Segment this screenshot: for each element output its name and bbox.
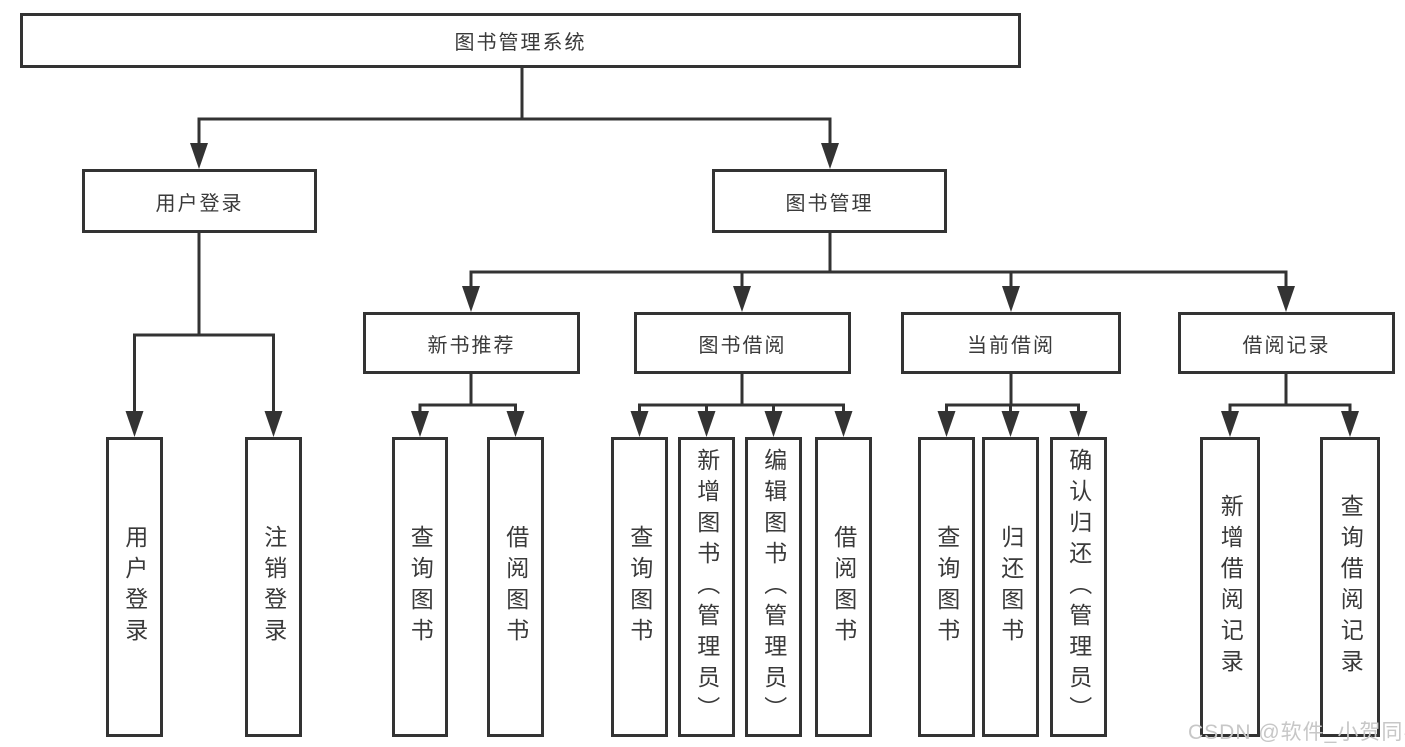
leaf-add-books-admin: 新增图书（管理员）	[678, 437, 735, 737]
connector-userlogin-to-leaves	[125, 233, 283, 437]
leaf-logout: 注销登录	[245, 437, 302, 737]
node-new-book-recommend: 新书推荐	[363, 312, 580, 374]
leaf-edit-books-admin: 编辑图书（管理员）	[745, 437, 802, 737]
leaf-add-borrow-record: 新增借阅记录	[1200, 437, 1260, 737]
leaf-return-books: 归还图书	[982, 437, 1039, 737]
csdn-watermark: CSDN @软件_小贺同学	[1188, 721, 1405, 744]
node-user-login: 用户登录	[82, 169, 317, 233]
connector-newbook-to-leaves	[411, 374, 525, 437]
connector-bookmgmt-to-level3	[462, 233, 1295, 312]
leaf-query-books-borrowing: 查询图书	[611, 437, 668, 737]
leaf-borrow-books-recommend: 借阅图书	[487, 437, 544, 737]
node-library-management-system: 图书管理系统	[20, 13, 1021, 68]
node-book-borrowing: 图书借阅	[634, 312, 851, 374]
connector-records-to-leaves	[1221, 374, 1359, 437]
node-book-management: 图书管理	[712, 169, 947, 233]
node-current-borrowing: 当前借阅	[901, 312, 1121, 374]
leaf-query-borrow-record: 查询借阅记录	[1320, 437, 1380, 737]
leaf-query-books-current: 查询图书	[918, 437, 975, 737]
connector-root-to-level2	[190, 67, 839, 169]
leaf-confirm-return-admin: 确认归还（管理员）	[1050, 437, 1107, 737]
leaf-user-login: 用户登录	[106, 437, 163, 737]
leaf-query-books-recommend: 查询图书	[392, 437, 448, 737]
node-borrowing-records: 借阅记录	[1178, 312, 1395, 374]
leaf-borrow-books-borrowing: 借阅图书	[815, 437, 872, 737]
connector-borrowing-to-leaves	[630, 374, 853, 437]
connector-current-to-leaves	[937, 374, 1088, 437]
